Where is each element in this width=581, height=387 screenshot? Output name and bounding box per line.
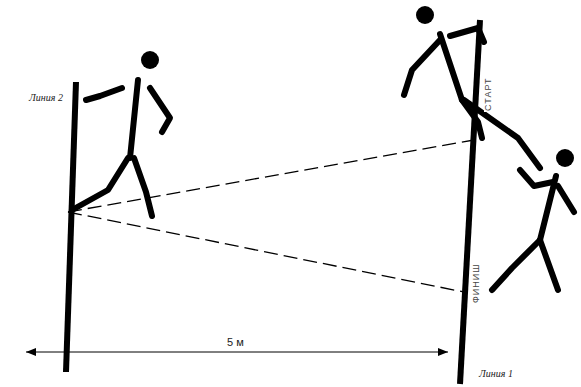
line-label: Линия 2	[28, 92, 64, 103]
dimension-arrows	[26, 348, 448, 356]
line-2	[66, 82, 76, 372]
start-label: СТАРТ	[484, 77, 494, 113]
player-figure	[492, 170, 574, 290]
run-path	[68, 212, 464, 292]
line-1	[460, 20, 480, 384]
dimension-label: 5 м	[226, 336, 245, 348]
dimension-line	[26, 352, 448, 353]
line-label: Линия 1	[478, 368, 514, 379]
finish-label: ФИНИШ	[472, 262, 482, 304]
player-figure	[72, 80, 170, 216]
player-figure	[404, 28, 540, 168]
